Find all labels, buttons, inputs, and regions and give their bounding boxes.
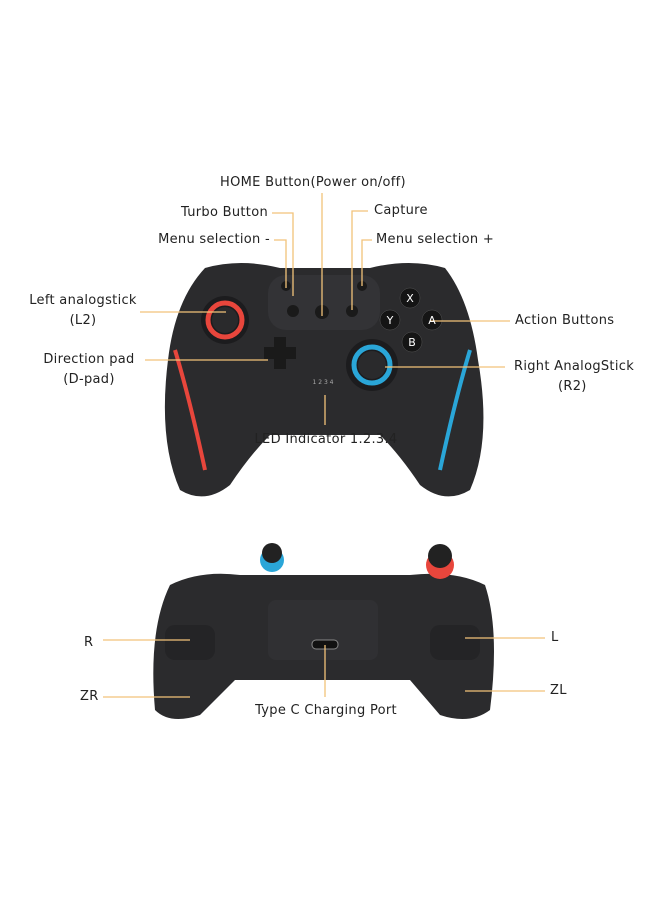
label-l: L xyxy=(551,630,559,645)
button-y[interactable]: Y xyxy=(386,314,394,327)
label-right-stick-sub: (R2) xyxy=(558,379,587,394)
label-menu-minus: Menu selection - xyxy=(158,232,270,247)
label-action-buttons: Action Buttons xyxy=(515,313,615,328)
back-controller xyxy=(153,543,494,719)
front-controller xyxy=(164,263,484,497)
label-turbo-button: Turbo Button xyxy=(180,205,268,220)
button-a[interactable]: A xyxy=(428,314,436,327)
button-b[interactable]: B xyxy=(408,336,416,349)
label-left-stick: Left analogstick xyxy=(29,293,137,308)
label-home-button: HOME Button(Power on/off) xyxy=(220,175,406,190)
label-led-indicator: LED Indicator 1.2.3.4 xyxy=(254,432,398,447)
label-dpad: Direction pad xyxy=(43,352,135,367)
face-button-letters: X Y A B xyxy=(386,292,437,349)
led-numbers: 1 2 3 4 xyxy=(313,379,334,386)
label-zl: ZL xyxy=(550,683,567,698)
label-dpad-sub: (D-pad) xyxy=(63,372,115,387)
label-capture: Capture xyxy=(374,203,428,218)
label-zr: ZR xyxy=(80,689,99,704)
label-left-stick-sub: (L2) xyxy=(69,313,97,328)
label-r: R xyxy=(84,635,94,650)
label-charging-port: Type C Charging Port xyxy=(255,703,397,718)
label-menu-plus: Menu selection + xyxy=(376,232,495,247)
label-right-stick: Right AnalogStick xyxy=(514,359,635,374)
button-x[interactable]: X xyxy=(406,292,414,305)
leader-lines xyxy=(103,193,545,698)
